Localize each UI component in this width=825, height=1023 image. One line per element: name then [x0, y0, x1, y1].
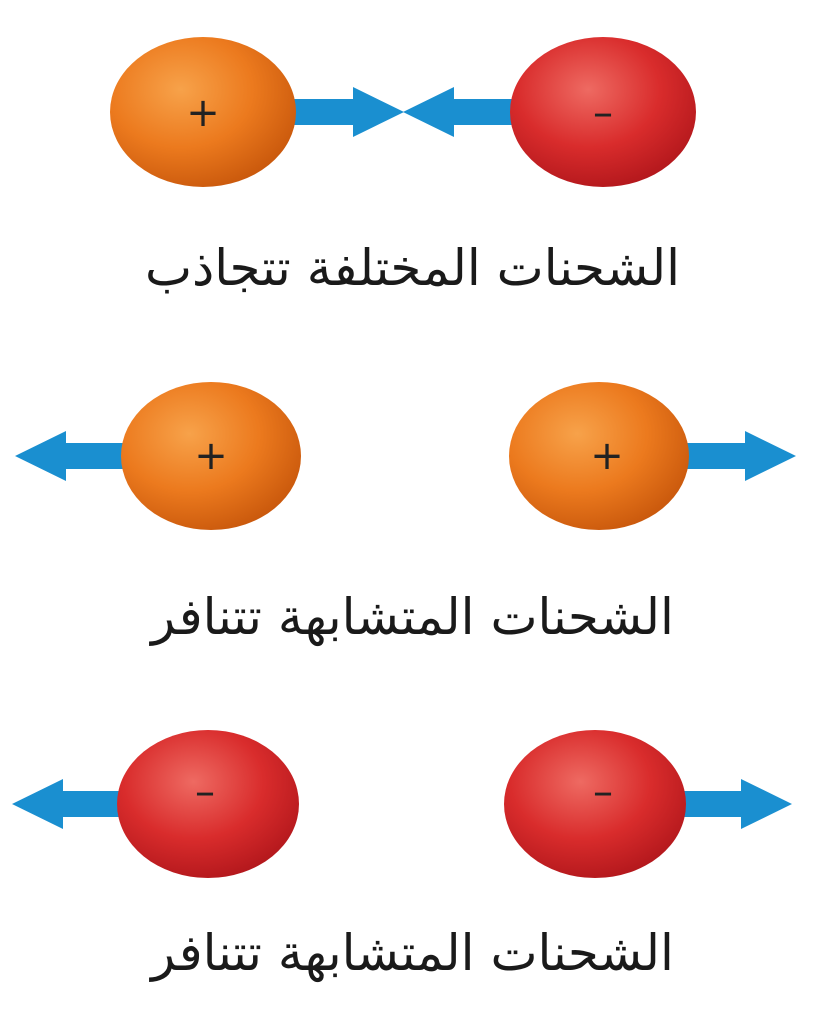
arrow-right-outward [675, 779, 792, 829]
charge-sign: + [186, 90, 220, 136]
positive-charge [509, 382, 689, 530]
charge-sign: – [195, 769, 215, 815]
caption-attract: الشحنات المختلفة تتجاذب [144, 239, 681, 297]
negative-charge [504, 730, 686, 878]
arrow-left-outward [15, 431, 130, 481]
arrow-left-toward-center [403, 87, 520, 137]
panel-repel-positive: + + [15, 382, 796, 530]
arrow-right-outward [680, 431, 796, 481]
charge-sign: – [593, 769, 613, 815]
positive-charge [110, 37, 296, 187]
panel-attract: + – [110, 37, 696, 187]
caption-repel-positive: الشحنات المتشابهة تتنافر [151, 588, 674, 646]
caption-repel-negative: الشحنات المتشابهة تتنافر [151, 924, 674, 982]
negative-charge [510, 37, 696, 187]
positive-charge [121, 382, 301, 530]
panel-repel-negative: – – [12, 730, 792, 878]
charge-sign: – [593, 90, 613, 136]
arrow-left-outward [12, 779, 125, 829]
arrow-right-toward-center [285, 87, 404, 137]
charge-sign: + [194, 433, 228, 479]
charge-sign: + [590, 433, 624, 479]
negative-charge [117, 730, 299, 878]
